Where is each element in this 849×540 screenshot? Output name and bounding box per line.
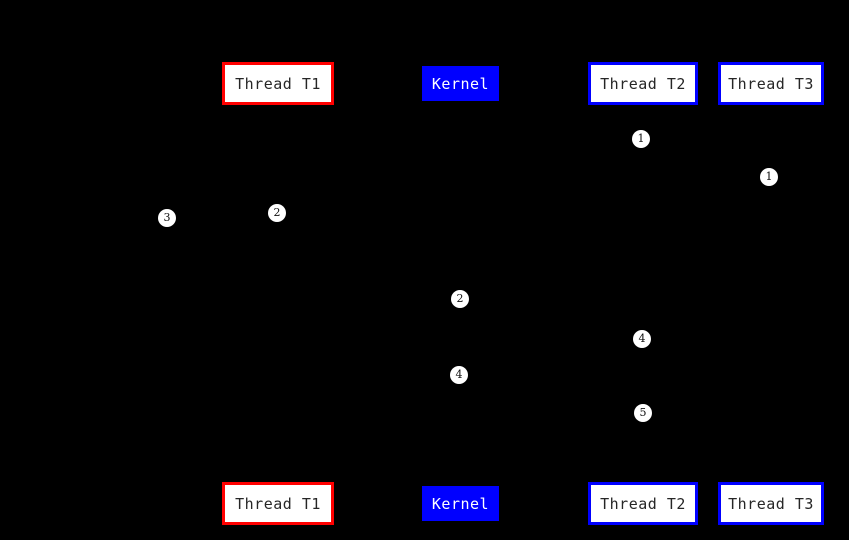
participant-label-t1-top: Thread T1 <box>235 74 321 93</box>
step-badge: 3 <box>158 209 176 227</box>
step-badge: 1 <box>760 168 778 186</box>
participant-box-t3-bottom[interactable]: Thread T3 <box>718 482 824 525</box>
step-badge: 2 <box>268 204 286 222</box>
participant-label-t2-top: Thread T2 <box>600 74 686 93</box>
participant-box-t2-bottom[interactable]: Thread T2 <box>588 482 698 525</box>
participant-label-t2-bottom: Thread T2 <box>600 494 686 513</box>
participant-box-kernel-bottom[interactable]: Kernel <box>422 486 499 521</box>
participant-box-kernel-top[interactable]: Kernel <box>422 66 499 101</box>
participant-label-t3-top: Thread T3 <box>728 74 814 93</box>
step-badge: 4 <box>450 366 468 384</box>
step-badge: 5 <box>634 404 652 422</box>
step-badge: 1 <box>632 130 650 148</box>
participant-label-kernel-top: Kernel <box>431 74 490 93</box>
participant-label-t3-bottom: Thread T3 <box>728 494 814 513</box>
participant-box-t3-top[interactable]: Thread T3 <box>718 62 824 105</box>
participant-box-t2-top[interactable]: Thread T2 <box>588 62 698 105</box>
participant-box-t1-bottom[interactable]: Thread T1 <box>222 482 334 525</box>
lifeline-group <box>277 101 772 486</box>
participant-label-t1-bottom: Thread T1 <box>235 494 321 513</box>
step-badge: 4 <box>633 330 651 348</box>
participant-label-kernel-bottom: Kernel <box>431 494 490 513</box>
step-badge: 2 <box>451 290 469 308</box>
participant-box-t1-top[interactable]: Thread T1 <box>222 62 334 105</box>
